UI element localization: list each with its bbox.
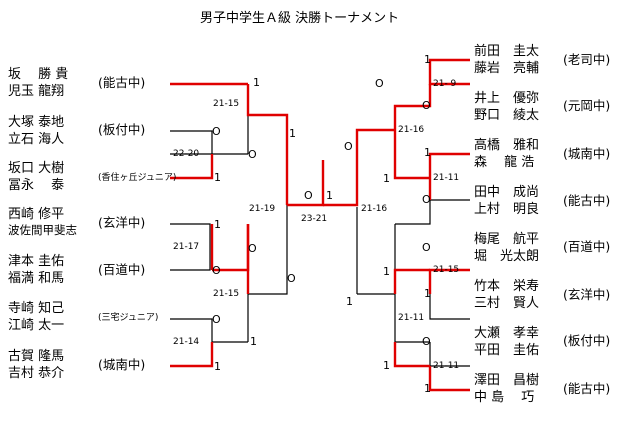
right-pair8-player2: 中 島 巧: [474, 390, 535, 405]
win-mark: 1: [346, 295, 353, 308]
right-pair5-player2: 堀 光太朗: [474, 249, 540, 264]
win-mark: 1: [253, 76, 260, 89]
win-mark: 1: [214, 171, 221, 184]
score-left-semi: 21-19: [249, 204, 276, 214]
win-mark: 1: [214, 360, 221, 373]
win-mark: 1: [326, 189, 333, 202]
left-pair6-team: (三宅ジュニア): [98, 313, 159, 323]
right-pair2-player2: 野口 綾太: [474, 108, 540, 123]
left-pair5-team: (百道中): [98, 262, 146, 277]
left-pair4-team: (玄洋中): [98, 215, 146, 230]
win-mark: 1: [424, 287, 431, 300]
right-pair4-player2: 上村 明良: [474, 202, 540, 217]
right-pair8-team: (能古中): [563, 381, 611, 396]
left-pair3-player1: 坂口 大樹: [8, 161, 65, 176]
loss-mark: O: [287, 272, 296, 285]
win-mark: 1: [289, 127, 296, 140]
right-pair7-team: (板付中): [563, 333, 611, 348]
score-right-r1d: 21-11: [433, 361, 460, 371]
right-pair8-player1: 澤田 昌樹: [474, 373, 540, 388]
score-left-r2b: 21-15: [213, 289, 240, 299]
loss-mark: O: [375, 77, 384, 90]
right-pair2-team: (元岡中): [563, 98, 611, 113]
win-mark: 1: [383, 172, 390, 185]
left-pair2-player1: 大塚 泰地: [8, 115, 65, 130]
loss-mark: O: [422, 335, 431, 348]
win-mark: 1: [383, 265, 390, 278]
loss-mark: O: [422, 241, 431, 254]
right-pair1-team: (老司中): [563, 52, 611, 67]
score-right-r2b: 21-11: [398, 313, 425, 323]
left-pair7-player2: 吉村 恭介: [8, 366, 65, 381]
right-pair7-player1: 大瀬 孝幸: [474, 326, 540, 341]
left-pair7-team: (城南中): [98, 357, 146, 372]
right-pair2-player1: 井上 優弥: [474, 91, 540, 106]
right-pair4-player1: 田中 成尚: [474, 185, 540, 200]
right-pair3-player1: 高橋 雅和: [474, 138, 540, 153]
win-mark: 1: [214, 218, 221, 231]
right-pair7-player2: 平田 圭佑: [474, 343, 540, 358]
win-mark: 1: [424, 382, 431, 395]
loss-mark: O: [422, 99, 431, 112]
right-pair6-player2: 三村 賢人: [474, 296, 540, 311]
right-pair3-team: (城南中): [563, 146, 611, 161]
left-pair2-player2: 立石 海人: [8, 132, 65, 147]
score-left-r1a: 22-20: [173, 149, 200, 159]
win-mark: 1: [424, 146, 431, 159]
left-pair6-player2: 江崎 太一: [8, 318, 65, 333]
score-right-r1a: 21- 9: [433, 79, 457, 89]
loss-mark: O: [212, 313, 221, 326]
score-left-r2a: 21-15: [213, 99, 240, 109]
right-pair1-player2: 藤岩 亮輔: [474, 61, 540, 76]
left-pair2-team: (板付中): [98, 122, 146, 137]
left-pair3-player2: 冨永 泰: [8, 178, 65, 193]
left-pair3-team: (香住ヶ丘ジュニア): [98, 173, 177, 183]
loss-mark: O: [212, 264, 221, 277]
left-pair4-player2: 波佐間甲斐志: [8, 223, 77, 237]
right-pair1-player1: 前田 圭太: [474, 44, 540, 59]
win-mark: 1: [383, 359, 390, 372]
right-pair6-team: (玄洋中): [563, 287, 611, 302]
score-final: 23-21: [301, 214, 328, 224]
loss-mark: O: [248, 242, 257, 255]
score-left-r1c: 21-14: [173, 337, 200, 347]
win-mark: 1: [250, 335, 257, 348]
left-pair1-team: (能古中): [98, 75, 146, 90]
score-left-r1b: 21-17: [173, 242, 200, 252]
left-pair1-player2: 児玉 龍翔: [8, 84, 65, 99]
loss-mark: O: [304, 189, 313, 202]
right-pair5-team: (百道中): [563, 239, 611, 254]
score-right-r2a: 21-16: [398, 125, 425, 135]
right-pair3-player2: 森 龍 浩: [474, 155, 535, 170]
loss-mark: O: [344, 140, 353, 153]
score-right-r1c: 21-15: [433, 265, 460, 275]
loss-mark: O: [212, 125, 221, 138]
right-pair5-player1: 梅尾 航平: [474, 232, 540, 247]
left-pair6-player1: 寺崎 知己: [8, 301, 65, 316]
left-pair1-player1: 坂 勝 貴: [8, 67, 69, 82]
left-pair7-player1: 古賀 隆馬: [8, 349, 65, 364]
loss-mark: O: [422, 193, 431, 206]
page-title: 男子中学生Ａ級 決勝トーナメント: [200, 11, 400, 26]
left-pair5-player2: 福満 和馬: [8, 271, 65, 286]
left-pair5-player1: 津本 圭佑: [8, 254, 65, 269]
right-pair4-team: (能古中): [563, 193, 611, 208]
right-pair6-player1: 竹本 栄寿: [474, 279, 540, 294]
score-right-r1b: 21-11: [433, 173, 460, 183]
left-pair4-player1: 西崎 修平: [8, 207, 65, 222]
loss-mark: O: [248, 148, 257, 161]
win-mark: 1: [424, 53, 431, 66]
score-right-semi: 21-16: [361, 204, 388, 214]
